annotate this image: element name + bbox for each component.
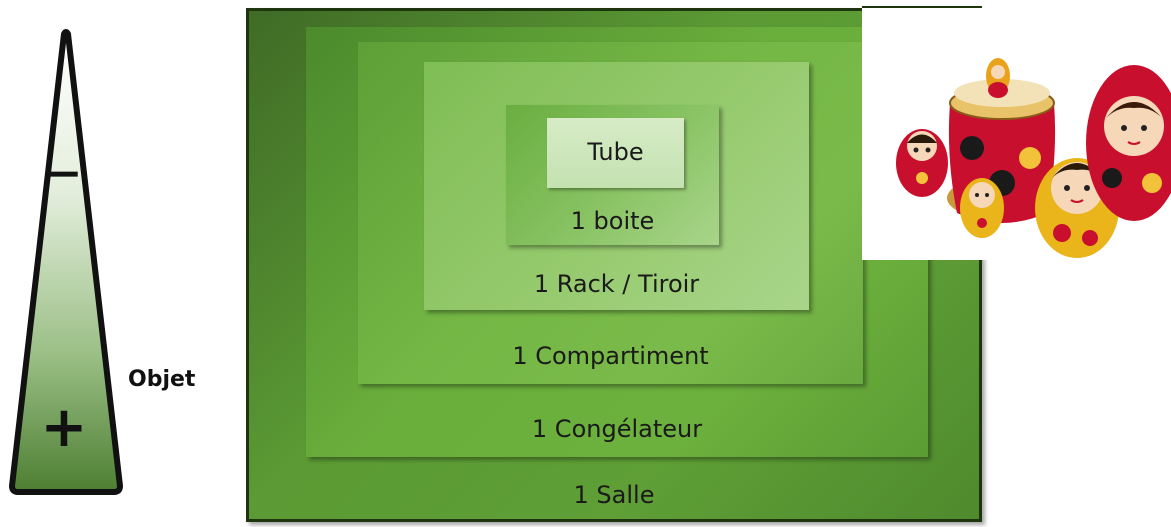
doll-red-large	[1086, 65, 1171, 221]
matryoshka-icon	[896, 58, 1171, 258]
doll-front-small	[960, 178, 1004, 238]
level-rack-label: 1 Rack / Tiroir	[533, 270, 700, 298]
plus-sign: +	[41, 395, 88, 460]
level-congelateur-label: 1 Congélateur	[531, 415, 703, 443]
minus-sign: −	[46, 148, 83, 199]
level-salle-label: 1 Salle	[573, 481, 655, 509]
level-tube-label: Tube	[587, 138, 644, 166]
level-compartiment-label: 1 Compartiment	[512, 342, 709, 370]
size-scale-triangle: − +	[9, 29, 123, 495]
doll-left-small	[896, 129, 948, 197]
level-tube: Tube	[547, 118, 684, 188]
matryoshka-dolls-image	[862, 8, 1171, 260]
level-boite-label: 1 boite	[570, 207, 655, 235]
objet-label: Objet	[128, 367, 196, 392]
frame-top-line	[862, 6, 982, 8]
